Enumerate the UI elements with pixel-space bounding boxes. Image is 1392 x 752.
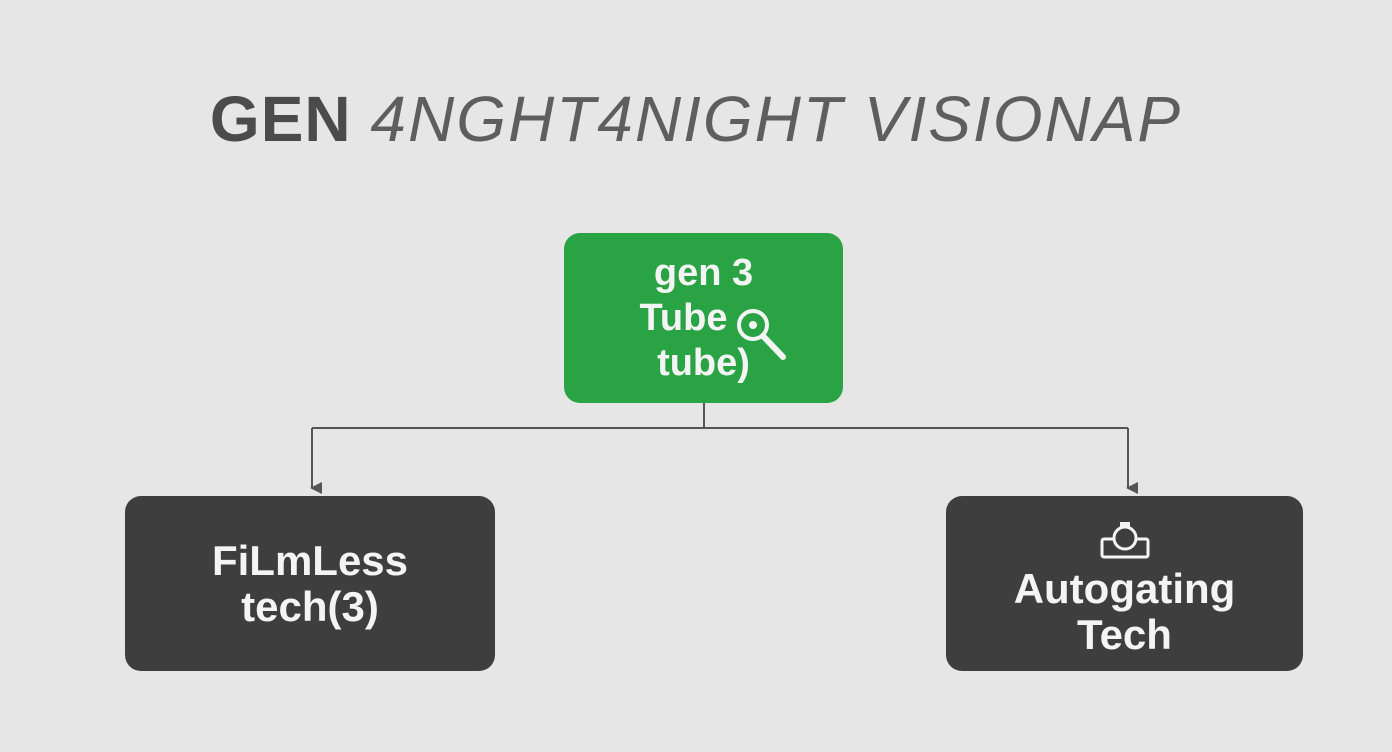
title-part-1: GEN: [209, 83, 371, 155]
camera-outline-icon: [1100, 521, 1149, 558]
root-node: gen 3 Tube tube): [564, 233, 843, 403]
magnifier-icon: [737, 309, 786, 360]
diagram-title: GEN 4NGHT4NIGHT VISIONAP: [0, 82, 1392, 156]
right-line-1: Autogating: [1013, 564, 1236, 612]
left-line-2: tech(3): [241, 582, 379, 630]
right-node: Autogating Tech: [946, 496, 1303, 671]
title-part-2: 4NGHT4NIGHT VISIONAP: [370, 83, 1183, 155]
left-line-1: FiLmLess: [211, 536, 409, 584]
root-line-3: tube): [657, 341, 750, 384]
left-node: FiLmLess tech(3): [125, 496, 495, 671]
root-line-2: Tube: [639, 296, 728, 339]
right-line-2: Tech: [1077, 610, 1172, 658]
root-line-1: gen 3: [653, 251, 754, 294]
